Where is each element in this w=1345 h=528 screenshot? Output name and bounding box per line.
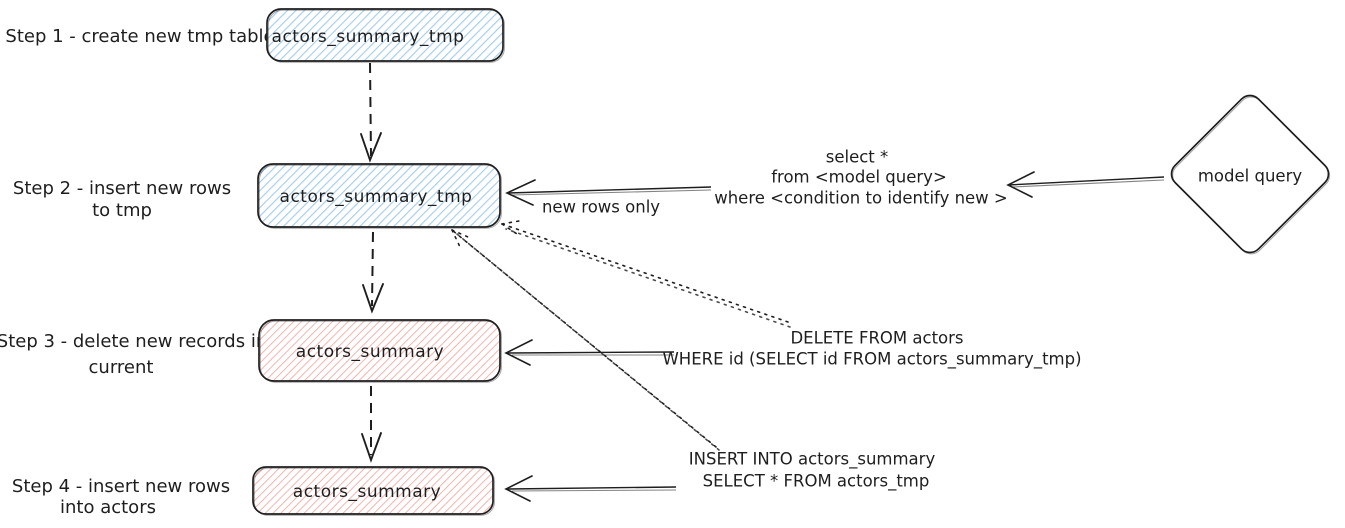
step2-caption-line2: to tmp (92, 200, 152, 221)
dashed-arrow-step2-step3 (362, 231, 384, 314)
arrow-insert-to-actors (504, 475, 677, 502)
step2-box: actors_summary_tmp (257, 163, 502, 229)
insert-query-line1: INSERT INTO actors_summary (689, 450, 936, 470)
model-query-label: model query (1198, 167, 1302, 186)
select-query-line3: where <condition to identify new > (714, 189, 1008, 208)
step1-box: actors_summary_tmp (266, 8, 505, 63)
step3-caption-line2: current (89, 357, 154, 378)
step3-box: actors_summary (258, 319, 502, 383)
step1-box-label: actors_summary_tmp (272, 27, 465, 47)
dotted-arrow-insert-ref (451, 229, 720, 451)
step2-box-label: actors_summary_tmp (280, 187, 473, 207)
step3-caption-line1: Step 3 - delete new records in (0, 331, 267, 352)
dotted-arrow-delete-ref (501, 220, 791, 328)
arrow-delete-to-current (504, 339, 675, 366)
arrow-select-to-tmp (505, 179, 712, 206)
arrow-model-query-to-select (1006, 171, 1165, 198)
new-rows-only-label: new rows only (542, 198, 660, 217)
step4-caption-line2: into actors (60, 497, 156, 518)
delete-query-line1: DELETE FROM actors (790, 329, 963, 348)
step4-box-label: actors_summary (293, 482, 441, 502)
step3-box-label: actors_summary (296, 342, 444, 362)
dashed-arrow-step3-step4 (361, 386, 382, 463)
step1-caption: Step 1 - create new tmp table (5, 26, 274, 47)
step4-box: actors_summary (252, 466, 495, 516)
insert-query-line2: SELECT * FROM actors_tmp (703, 472, 930, 492)
select-query-line2: from <model query> (771, 168, 947, 187)
step4-caption-line1: Step 4 - insert new rows (12, 476, 230, 497)
select-query-line1: select * (826, 148, 889, 167)
step2-caption-line1: Step 2 - insert new rows (13, 178, 231, 199)
dashed-arrow-step1-step2 (360, 62, 382, 163)
model-query-diamond: model query (1170, 94, 1331, 255)
delete-query-line2: WHERE id (SELECT id FROM actors_summary_… (662, 350, 1081, 370)
